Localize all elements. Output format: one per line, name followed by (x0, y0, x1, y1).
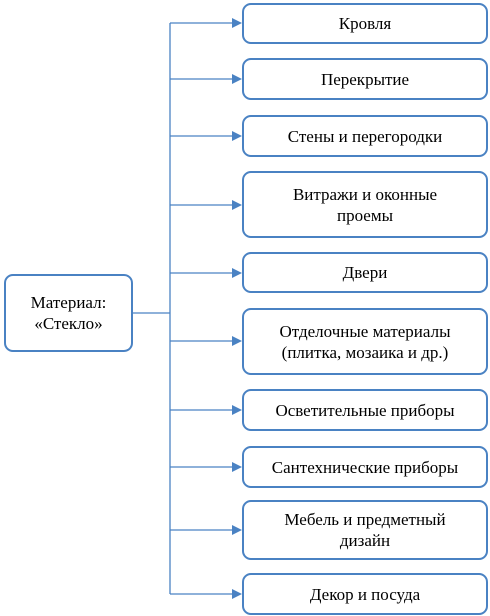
leaf-node-floor-slab: Перекрытие (242, 58, 488, 100)
leaf-node-decor-tableware: Декор и посуда (242, 573, 488, 615)
root-node-label-line1: Материал: (30, 293, 107, 312)
leaf-node-label: Витражи и оконные проемы (293, 184, 437, 226)
arrowhead (232, 405, 242, 415)
leaf-node-furniture-design: Мебель и предметный дизайн (242, 500, 488, 560)
leaf-node-label: Декор и посуда (309, 584, 421, 604)
leaf-node-label-line2: дизайн (339, 531, 391, 550)
leaf-node-label: Перекрытие (320, 69, 410, 89)
leaf-node-doors: Двери (242, 252, 488, 293)
arrowhead (232, 336, 242, 346)
leaf-node-label-line1: Мебель и предметный (284, 510, 446, 529)
arrowhead (232, 589, 242, 599)
leaf-node-finishing-materials: Отделочные материалы (плитка, мозаика и … (242, 308, 488, 375)
leaf-node-label-line1: Отделочные материалы (279, 321, 451, 341)
root-node-label: Материал: «Стекло» (31, 292, 107, 334)
arrowhead (232, 462, 242, 472)
leaf-node-label: Осветительные приборы (275, 400, 455, 420)
leaf-node-label-line2: проемы (336, 205, 394, 225)
arrowhead (232, 131, 242, 141)
leaf-node-label: Двери (342, 263, 388, 282)
leaf-node-label: Кровля (338, 14, 392, 33)
arrowhead (232, 525, 242, 535)
arrowhead (232, 268, 242, 278)
leaf-node-label: Стены и перегородки (287, 126, 443, 146)
leaf-node-stained-glass-windows: Витражи и оконные проемы (242, 171, 488, 238)
arrowhead (232, 18, 242, 28)
leaf-node-label: Мебель и предметный дизайн (284, 509, 445, 551)
root-node-label-line2: «Стекло» (34, 314, 103, 333)
root-node-material-glass: Материал: «Стекло» (4, 274, 133, 352)
arrowhead (232, 74, 242, 84)
leaf-node-label: Отделочные материалы (плитка, мозаика и … (279, 321, 450, 363)
leaf-node-walls-partitions: Стены и перегородки (242, 115, 488, 157)
arrowhead (232, 200, 242, 210)
leaf-node-label-line1: Витражи и оконные (292, 184, 438, 204)
leaf-node-label-line2: (плитка, мозаика и др.) (281, 342, 449, 362)
leaf-node-lighting-fixtures: Осветительные приборы (242, 389, 488, 431)
leaf-node-label: Сантехнические приборы (271, 457, 459, 477)
leaf-node-roofing: Кровля (242, 3, 488, 44)
leaf-node-sanitary-fixtures: Сантехнические приборы (242, 446, 488, 488)
